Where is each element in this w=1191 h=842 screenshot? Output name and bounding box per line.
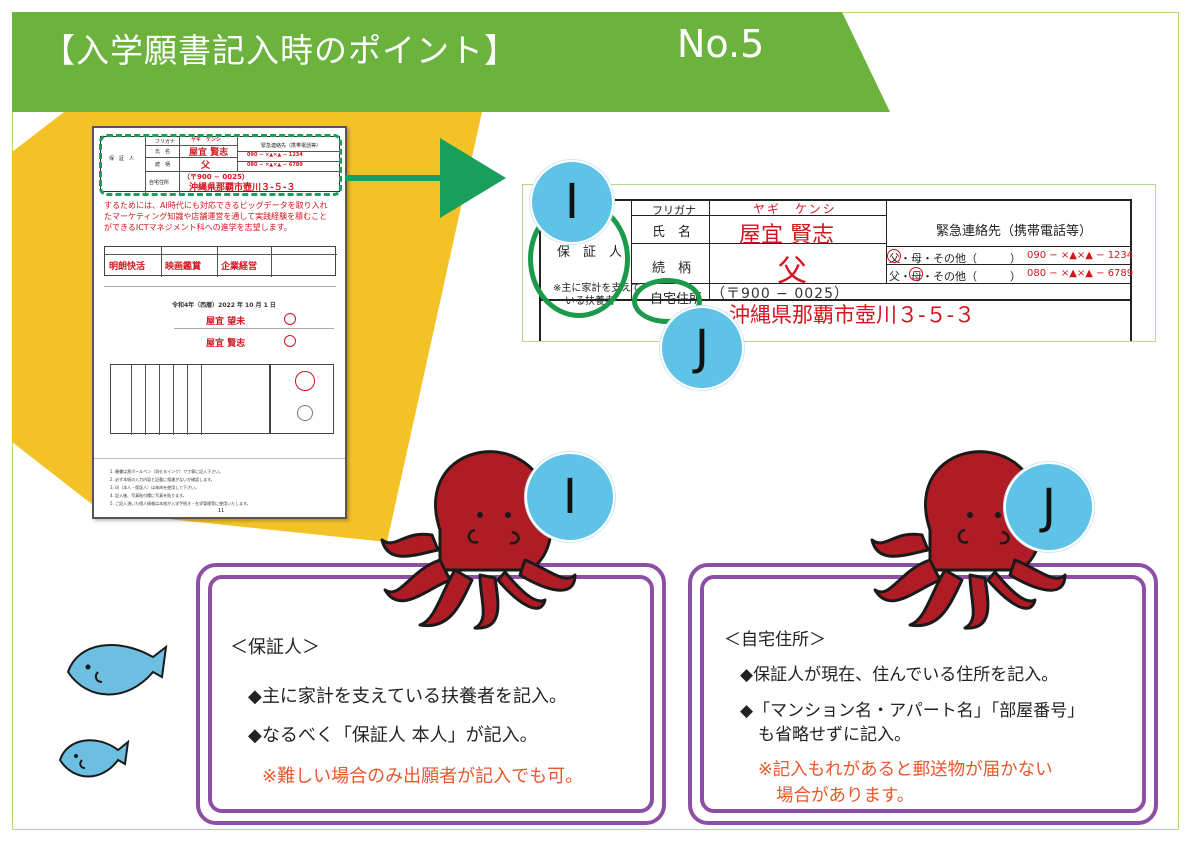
zoom-contact2-circle — [909, 267, 923, 281]
zoom-name-label: 氏 名 — [652, 225, 692, 240]
fish-icon — [58, 739, 130, 778]
zoom-relation: 父 — [777, 254, 807, 289]
address-highlight-circle — [632, 278, 702, 324]
thumb-guarantor-table: フリガナ 氏 名 続 柄 保 証 人 自宅住所 緊急連絡先（携帯電話等） ヤギ … — [100, 136, 341, 193]
thumb-guarantor-sign: 屋宜 賢志 — [206, 339, 246, 349]
guarantor-heading: ＜保証人＞ — [230, 637, 320, 658]
zoom-contact1-circle — [887, 249, 901, 263]
thumb-address: 沖縄県那覇市壺川３-５-３ — [189, 183, 296, 193]
address-item-1: ◆保証人が現在、住んでいる住所を記入。 — [740, 665, 1059, 685]
arrow-shaft — [345, 175, 463, 181]
zoom-furigana-label: フリガナ — [652, 204, 696, 217]
thumb-date: 令和4年（西暦）2022 年 10 月 1 日 — [172, 302, 276, 309]
thumb-page-no: 11 — [218, 508, 225, 514]
octopus-mascot-icon — [380, 450, 577, 630]
guarantor-item-2: ◆なるべく「保証人 本人」が記入。 — [248, 725, 538, 746]
thumb-highlight-dashed-box — [99, 134, 342, 196]
thumb-applicant-name: 屋宜 望未 — [206, 317, 246, 327]
thumb-name: 屋宜 賢志 — [189, 148, 229, 158]
thumb-postal: （〒900 − 0025） — [183, 173, 249, 181]
zoom-address: 沖縄県那覇市壺川３-５-３ — [729, 303, 976, 327]
zoom-emergency-label: 緊急連絡先（携帯電話等） — [936, 224, 1093, 239]
address-heading: ＜自宅住所＞ — [724, 630, 826, 650]
zoom-relation-label: 続 柄 — [652, 261, 692, 276]
thumb-stamp-area — [270, 364, 334, 434]
address-note-line1: ※記入もれがあると郵送物が届かない — [758, 760, 1053, 780]
zoomed-form-section: フリガナ 氏 名 続 柄 保 証 人 ※主に家計を支えて いる扶養者 自宅住所 … — [522, 184, 1156, 342]
thumb-name-label: 氏 名 — [155, 149, 171, 155]
address-item-2-line2: も省略せずに記入。 — [758, 725, 911, 745]
thumb-kana: ヤギ ケンシ — [191, 137, 221, 143]
guarantor-info-box — [196, 563, 666, 825]
thumb-emergency-label: 緊急連絡先（携帯電話等） — [261, 143, 322, 149]
thumb-subject-3: 企業経営 — [221, 262, 258, 272]
thumb-notes: 1. 願書は黒ボールペン（消せるインク）で丁寧に記入下さい。 2. 必ず本紙の入… — [110, 469, 251, 506]
thumb-phone2: 080 − ×▲×▲ − 6789 — [247, 162, 303, 168]
zoom-contact1-phone: 090 − ×▲×▲ − 1234 — [1027, 250, 1134, 261]
page-number-label: No.5 — [677, 22, 765, 66]
address-note-line2: 場合があります。 — [776, 786, 915, 806]
badge-j-icon: J — [660, 306, 744, 390]
thumb-relation: 父 — [201, 161, 211, 171]
address-info-box — [688, 563, 1158, 825]
fish-icon — [66, 644, 168, 696]
zoom-name: 屋宜 賢志 — [739, 223, 834, 248]
zoom-contact2-phone: 080 − ×▲×▲ − 6789 — [1027, 268, 1134, 279]
badge-i-icon: I — [530, 160, 614, 244]
zoom-contact1-label: 父・母・その他（ ） — [889, 252, 1021, 265]
thumb-address-label: 自宅住所 — [149, 180, 170, 186]
title-banner — [12, 12, 890, 112]
thumb-guarantor-label: 保 証 人 — [109, 156, 135, 162]
thumb-relation-label: 続 柄 — [155, 162, 171, 168]
application-page-thumbnail: フリガナ 氏 名 続 柄 保 証 人 自宅住所 緊急連絡先（携帯電話等） ヤギ … — [92, 126, 347, 519]
thumb-subject-1: 明朗快活 — [109, 262, 146, 272]
guarantor-note: ※難しい場合のみ出願者が記入でも可。 — [262, 766, 584, 787]
thumb-subject-2: 映画鑑賞 — [165, 262, 202, 272]
zoom-postal: （〒900 − 0025） — [711, 286, 849, 302]
thumb-furigana-label: フリガナ — [155, 139, 176, 145]
zoom-kana: ヤギ ケンシ — [753, 202, 837, 216]
address-item-2-line1: ◆「マンション名・アパート名」「部屋番号」 — [740, 701, 1085, 721]
thumb-phone1: 090 − ×▲×▲ − 1234 — [247, 152, 303, 158]
octopus-badge-i-icon: I — [525, 452, 615, 542]
thumb-applicant-seal — [284, 313, 296, 325]
guarantor-item-1: ◆主に家計を支えている扶養者を記入。 — [248, 686, 567, 707]
thumb-subject-table: 明朗快活 映画鑑賞 企業経営 — [104, 246, 337, 277]
octopus-badge-j-icon: J — [1004, 462, 1094, 552]
thumb-guarantor-seal — [284, 335, 296, 347]
page-title: 【入学願書記入時のポイント】 — [42, 31, 518, 70]
thumb-essay-text: するためには、AI時代にも対応できるビッグデータを取り入れたマーケティング知識や… — [104, 201, 328, 232]
thumb-payment-slip — [110, 364, 270, 435]
